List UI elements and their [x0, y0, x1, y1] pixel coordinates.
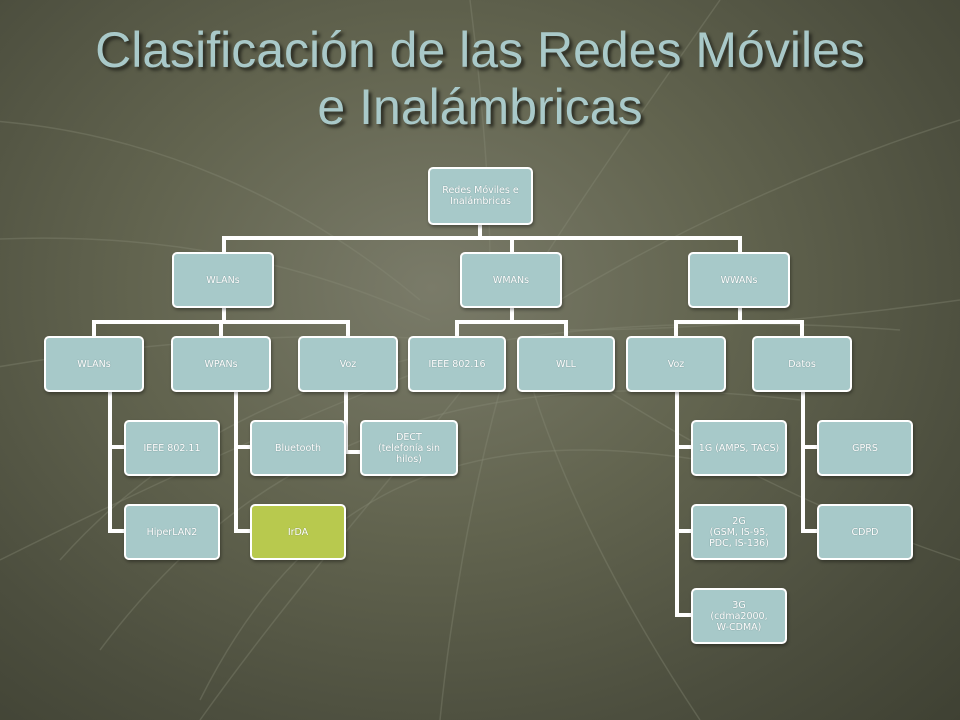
node-hiperlan2: HiperLAN2 [124, 504, 220, 560]
connector-datos [801, 389, 819, 533]
node-1g: 1G (AMPS, TACS) [691, 420, 787, 476]
slide-title: Clasificación de las Redes Móviles e Ina… [30, 22, 930, 136]
node-wll: WLL [517, 336, 615, 392]
connector-wpans [234, 389, 252, 533]
connector-wwans-voz [675, 389, 693, 617]
connector-wmans [455, 305, 568, 338]
node-wwans-voz: Voz [626, 336, 726, 392]
node-cdpd: CDPD [817, 504, 913, 560]
node-root: Redes Móviles e Inalámbricas [428, 167, 533, 225]
node-2g: 2G (GSM, IS-95, PDC, IS-136) [691, 504, 787, 560]
connector-wlans [92, 305, 350, 338]
connector-root [222, 223, 742, 254]
node-bluetooth: Bluetooth [250, 420, 346, 476]
node-wpans: WPANs [171, 336, 271, 392]
node-dect: DECT (telefonía sin hilos) [360, 420, 458, 476]
node-3g: 3G (cdma2000, W-CDMA) [691, 588, 787, 644]
node-wmans: WMANs [460, 252, 562, 308]
node-wlans-sub: WLANs [44, 336, 144, 392]
connector-wlans-sub [108, 389, 126, 533]
node-irda: IrDA [250, 504, 346, 560]
node-wwans: WWANs [688, 252, 790, 308]
node-ieee-802-16: IEEE 802.16 [408, 336, 506, 392]
node-gprs: GPRS [817, 420, 913, 476]
node-wlans: WLANs [172, 252, 274, 308]
node-wlans-voz: Voz [298, 336, 398, 392]
connector-voz [344, 389, 362, 454]
slide-title-line-1: Clasificación de las Redes Móviles [95, 22, 865, 78]
node-ieee-802-11: IEEE 802.11 [124, 420, 220, 476]
connector-wwans [674, 305, 804, 338]
node-datos: Datos [752, 336, 852, 392]
slide-title-line-2: e Inalámbricas [317, 79, 643, 135]
